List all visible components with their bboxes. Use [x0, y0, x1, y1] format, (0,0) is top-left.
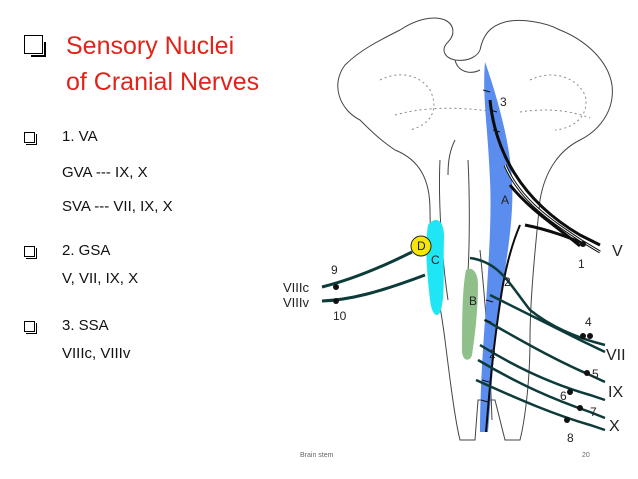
nerve-v-descending: [485, 224, 521, 433]
nerve-viii-fibers: [321, 250, 426, 303]
label-8: 8: [567, 431, 574, 445]
label-c: C: [431, 253, 440, 267]
nerve-vii-ix-x-fibers: [469, 256, 606, 432]
label-4: 4: [585, 315, 592, 329]
nerve-v-inner: [504, 164, 601, 253]
item-3-heading: 3. SSA: [62, 317, 109, 334]
nerve-end-dots: [333, 241, 593, 423]
bullet-icon: [24, 246, 37, 259]
nucleus-c-cyan: [426, 220, 445, 316]
footer-label: Brain stem: [300, 452, 334, 459]
label-nerve-vii: VII: [606, 347, 626, 364]
title-line-2: of Cranial Nerves: [66, 68, 260, 96]
nucleus-d-yellow: [410, 235, 432, 257]
item-3-nerves: VIIIc, VIIIv: [62, 345, 131, 362]
label-d: D: [417, 239, 426, 253]
label-nerve-x: X: [609, 418, 620, 435]
label-2b: 2: [489, 347, 496, 361]
bullet-icon: [24, 132, 37, 145]
label-7: 7: [590, 405, 597, 419]
label-nerve-v: V: [612, 243, 623, 260]
label-viiic: VIIIc: [283, 280, 310, 295]
brainstem-dotted-lines: [379, 74, 591, 131]
label-5: 5: [592, 367, 599, 381]
label-6: 6: [560, 389, 567, 403]
label-1: 1: [578, 257, 585, 271]
item-1-sva: SVA --- VII, IX, X: [62, 198, 173, 215]
item-2-heading: 2. GSA: [62, 242, 111, 259]
item-1-gva: GVA --- IX, X: [62, 164, 148, 181]
label-10: 10: [333, 309, 347, 323]
label-b: B: [469, 294, 477, 308]
label-nerve-ix: IX: [608, 384, 623, 401]
slide-title: Sensory Nuclei of Cranial Nerves: [66, 28, 259, 100]
title-bullet-icon: [24, 35, 46, 57]
page-number: 20: [582, 452, 590, 459]
label-9: 9: [331, 263, 338, 277]
tick-marks: [480, 89, 501, 403]
item-2-nerves: V, VII, IX, X: [62, 270, 139, 287]
label-viiiv: VIIIv: [283, 295, 310, 310]
item-1-heading: 1. VA: [62, 128, 98, 145]
label-3: 3: [500, 95, 507, 109]
title-line-1: Sensory Nuclei: [66, 32, 235, 60]
label-2a: 2: [504, 275, 511, 289]
nucleus-b-green: [462, 268, 478, 360]
bullet-icon: [24, 321, 37, 334]
label-a: A: [501, 193, 509, 207]
